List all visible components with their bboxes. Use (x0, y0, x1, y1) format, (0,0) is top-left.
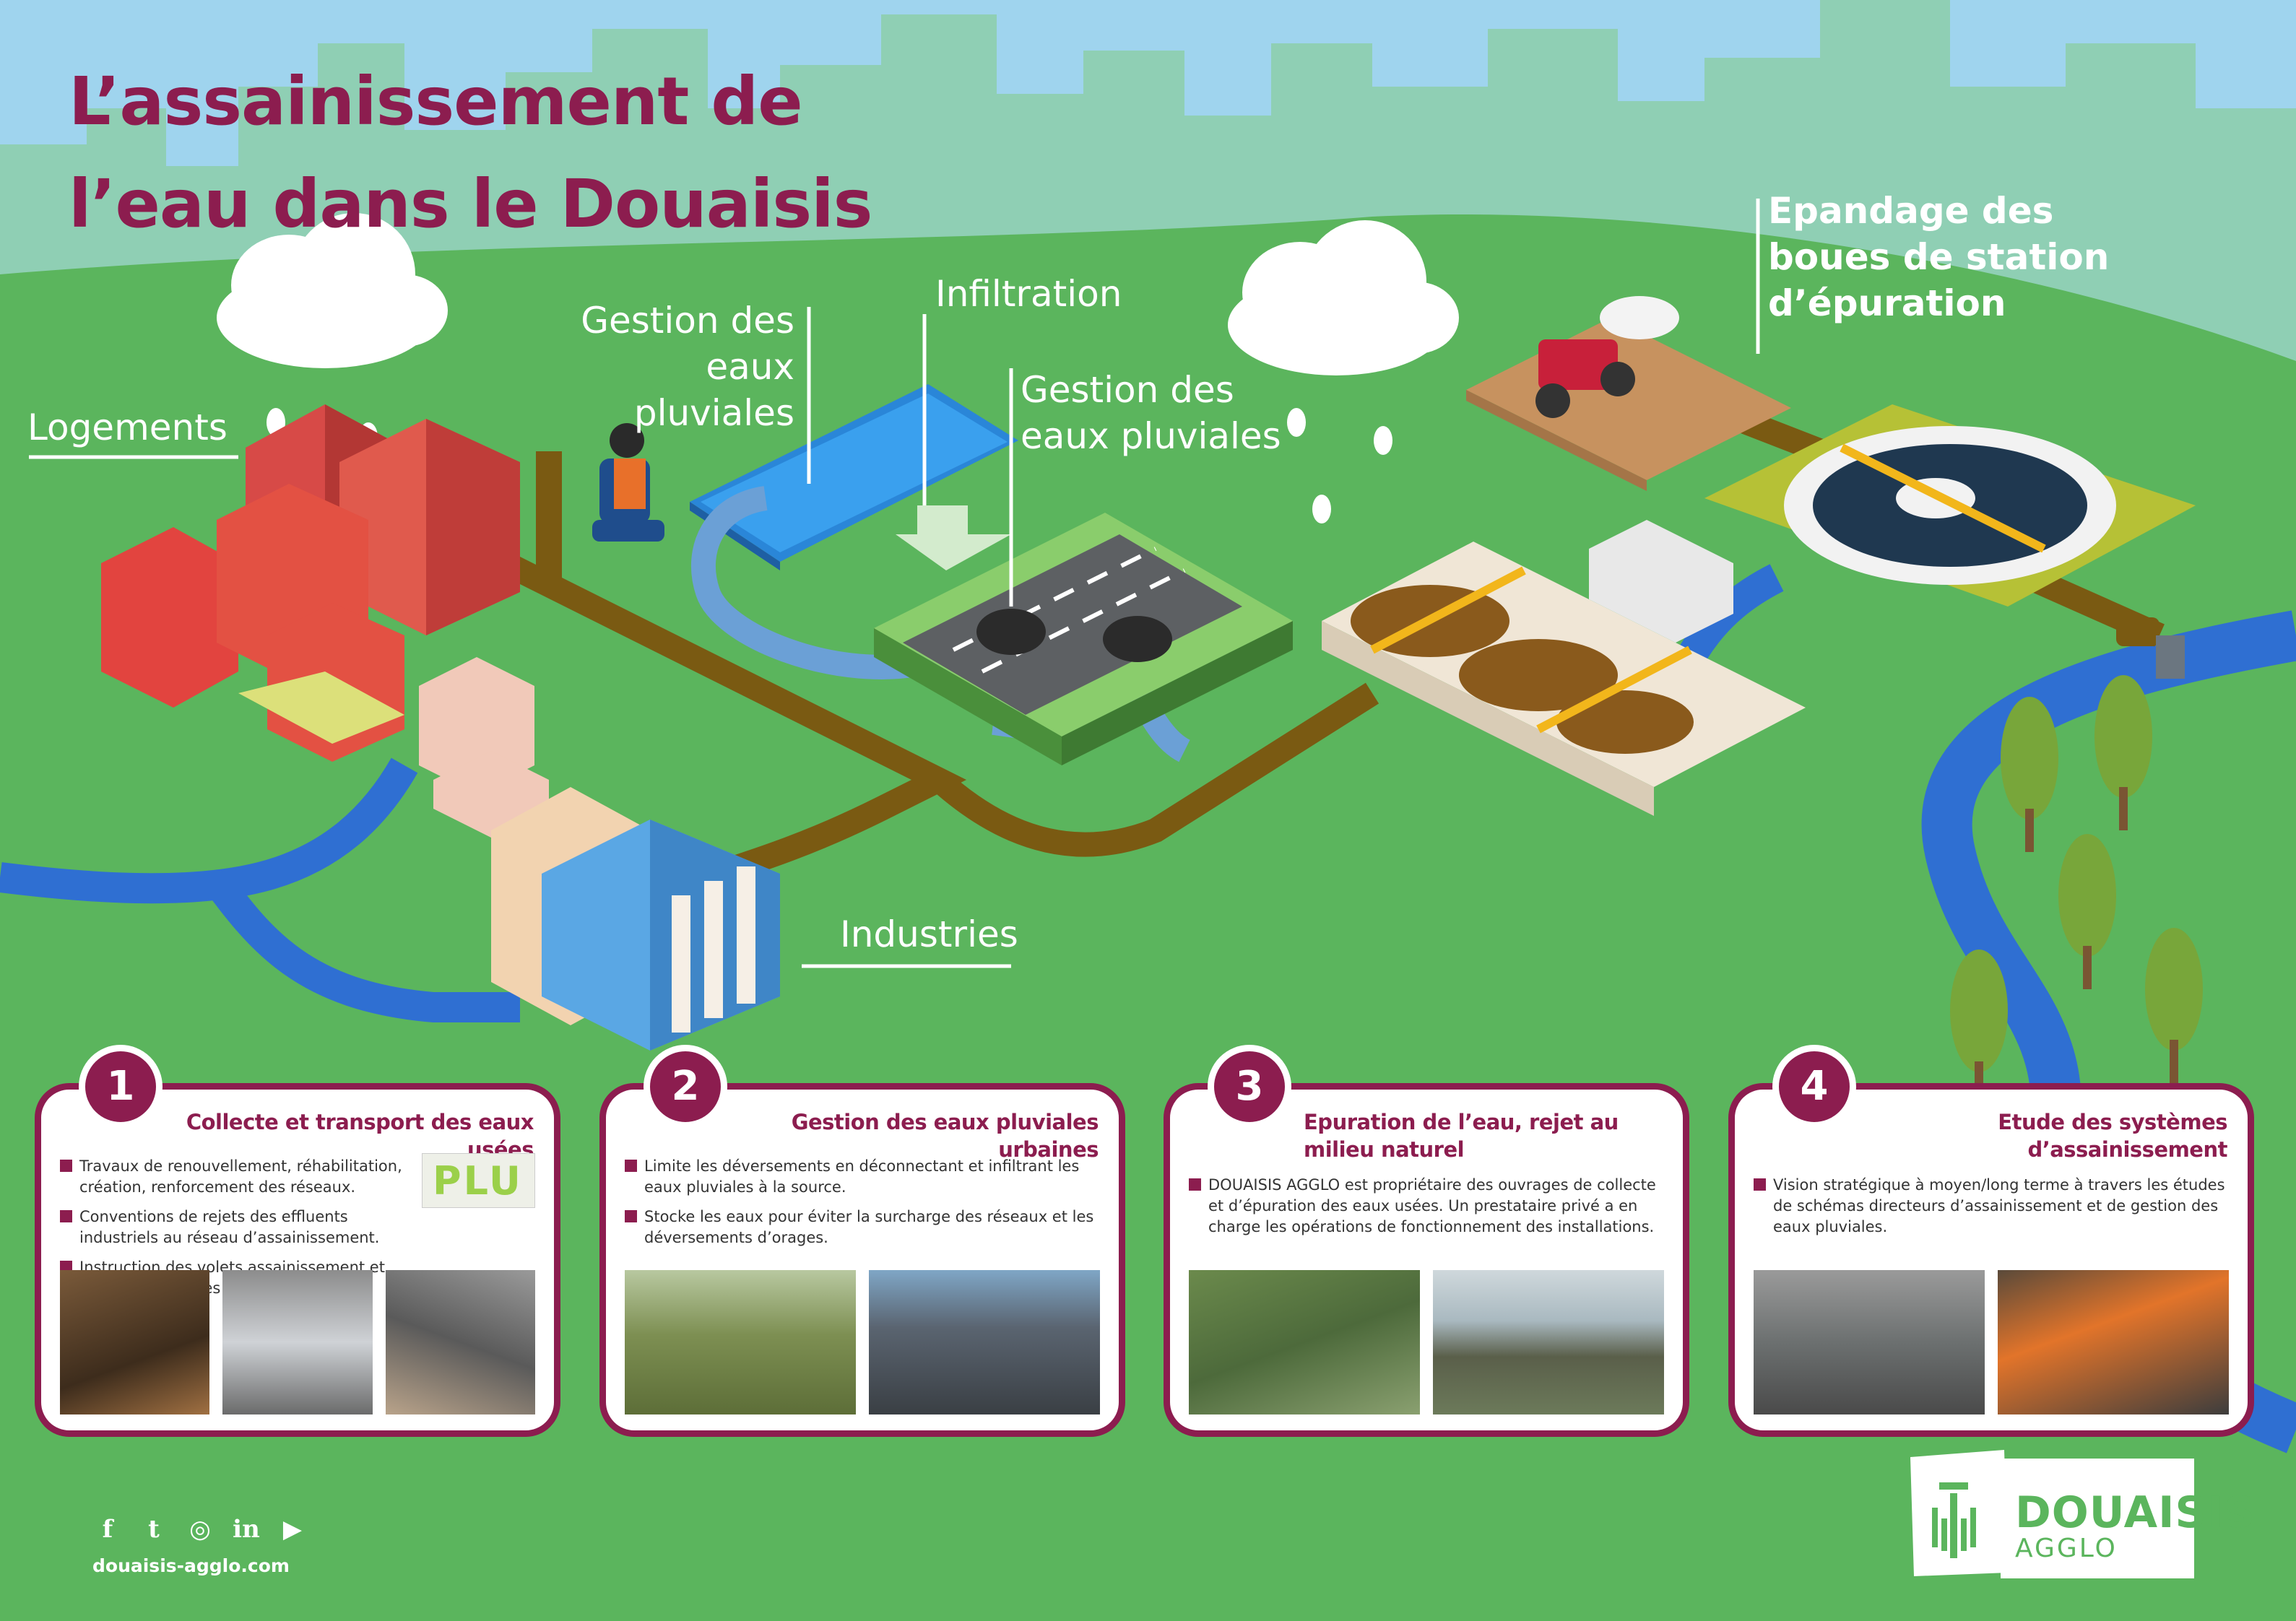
trees (1950, 675, 2203, 1105)
bullet-item: Limite les déversements en déconnectant … (625, 1156, 1100, 1198)
clarifier-tank (1704, 404, 2196, 607)
bullet-item: Stocke les eaux pour éviter la surcharge… (625, 1207, 1100, 1248)
card-bullets: Vision stratégique à moyen/long terme à … (1754, 1175, 2229, 1246)
outfall-pipe (2116, 617, 2185, 679)
label-line: eaux pluviales (633, 346, 794, 434)
facebook-icon[interactable]: f (102, 1515, 113, 1544)
vertical-pipe (536, 451, 562, 581)
road-section (874, 513, 1293, 765)
card-bullets: DOUAISIS AGGLO est propriétaire des ouvr… (1189, 1175, 1664, 1246)
sludge-field (1466, 296, 1791, 491)
title-line-2: l’eau dans le Douaisis (69, 165, 872, 243)
photo-aerial-plant (1189, 1270, 1420, 1414)
card-title: Gestion des eaux pluviales urbaines (791, 1110, 1099, 1162)
cloud-right (1228, 220, 1459, 375)
social-links: f t ◎ in ▶ (92, 1514, 308, 1544)
linkedin-icon[interactable]: in (233, 1515, 260, 1544)
card-number: 2 (644, 1045, 727, 1129)
label-industries: Industries (840, 913, 1018, 955)
card-epuration: 3 Epuration de l’eau, rejet au milieu na… (1164, 1045, 1689, 1437)
card-title: Etude des systèmes d’assainissement (1998, 1110, 2227, 1162)
card-number: 1 (79, 1045, 163, 1129)
bullet-item: Travaux de renouvellement, réhabilitatio… (60, 1156, 410, 1198)
label-line: Gestion des (1021, 369, 1234, 411)
card-photos (625, 1270, 1100, 1414)
label-line: boues de station (1768, 236, 2110, 278)
logo-name: DOUAISIS (2015, 1487, 2256, 1538)
label-line: Epandage des (1768, 190, 2054, 232)
card-number: 4 (1772, 1045, 1856, 1129)
photo-grass-swale (625, 1270, 856, 1414)
photo-trench (60, 1270, 210, 1414)
photo-pipe (385, 1270, 535, 1414)
plu-badge-text: PLU (433, 1158, 523, 1204)
worker-figure (592, 423, 664, 542)
bullet-item: Vision stratégique à moyen/long terme à … (1754, 1175, 2229, 1238)
bullet-item: DOUAISIS AGGLO est propriétaire des ouvr… (1189, 1175, 1664, 1238)
photo-river (1433, 1270, 1664, 1414)
blue-pipe (0, 757, 520, 1022)
photo-basin-works (1754, 1270, 1985, 1414)
photo-truck (222, 1270, 373, 1414)
bullet-item: Conventions de rejets des effluents indu… (60, 1207, 410, 1248)
card-title: Collecte et transport des eaux usées (186, 1110, 534, 1162)
card-title: Epuration de l’eau, rejet au milieu natu… (1304, 1110, 1619, 1162)
card-etude-systemes: 4 Etude des systèmes d’assainissement Vi… (1728, 1045, 2254, 1437)
card-photos (1189, 1270, 1664, 1414)
card-bullets: Limite les déversements en déconnectant … (625, 1156, 1100, 1257)
card-photos (1754, 1270, 2229, 1414)
website-link[interactable]: douaisis-agglo.com (92, 1555, 290, 1576)
label-line: eaux pluviales (1021, 415, 1281, 457)
treatment-plant (1322, 520, 1806, 816)
label-line: Gestion des (581, 300, 794, 342)
infiltration-arrow (896, 505, 1011, 570)
logo-sub: AGGLO (2015, 1534, 2118, 1563)
label-logements: Logements (27, 407, 228, 448)
page-title: L’assainissement de l’eau dans le Douais… (69, 51, 1008, 256)
industry-buildings (491, 787, 780, 1051)
label-gestion-eaux-pluviales-2: Gestion des eaux pluviales (1021, 367, 1281, 459)
plu-badge: PLU (422, 1153, 535, 1208)
card-gestion-eaux-pluviales: 2 Gestion des eaux pluviales urbaines Li… (599, 1045, 1125, 1437)
label-infiltration: Infiltration (935, 273, 1122, 315)
housing-buildings (101, 404, 549, 838)
logo-mark (1932, 1482, 1976, 1558)
photo-storage-tank (869, 1270, 1100, 1414)
douaisis-agglo-logo (1910, 1450, 2194, 1578)
instagram-icon[interactable]: ◎ (189, 1515, 211, 1544)
label-epandage: Epandage des boues de station d’épuratio… (1768, 188, 2109, 326)
card-number: 3 (1208, 1045, 1291, 1129)
leader-lines (29, 199, 1760, 968)
photo-workers (1998, 1270, 2229, 1414)
youtube-icon[interactable]: ▶ (282, 1515, 303, 1544)
sewage-pipe (456, 349, 2165, 908)
cloud-left (217, 213, 448, 368)
twitter-icon[interactable]: t (148, 1515, 160, 1544)
label-gestion-eaux-pluviales-1: Gestion des eaux pluviales (542, 297, 794, 436)
card-photos (60, 1270, 535, 1414)
card-collecte-transport: 1 Collecte et transport des eaux usées P… (35, 1045, 560, 1437)
title-line-1: L’assainissement de (69, 63, 803, 140)
label-line: d’épuration (1768, 282, 2006, 324)
